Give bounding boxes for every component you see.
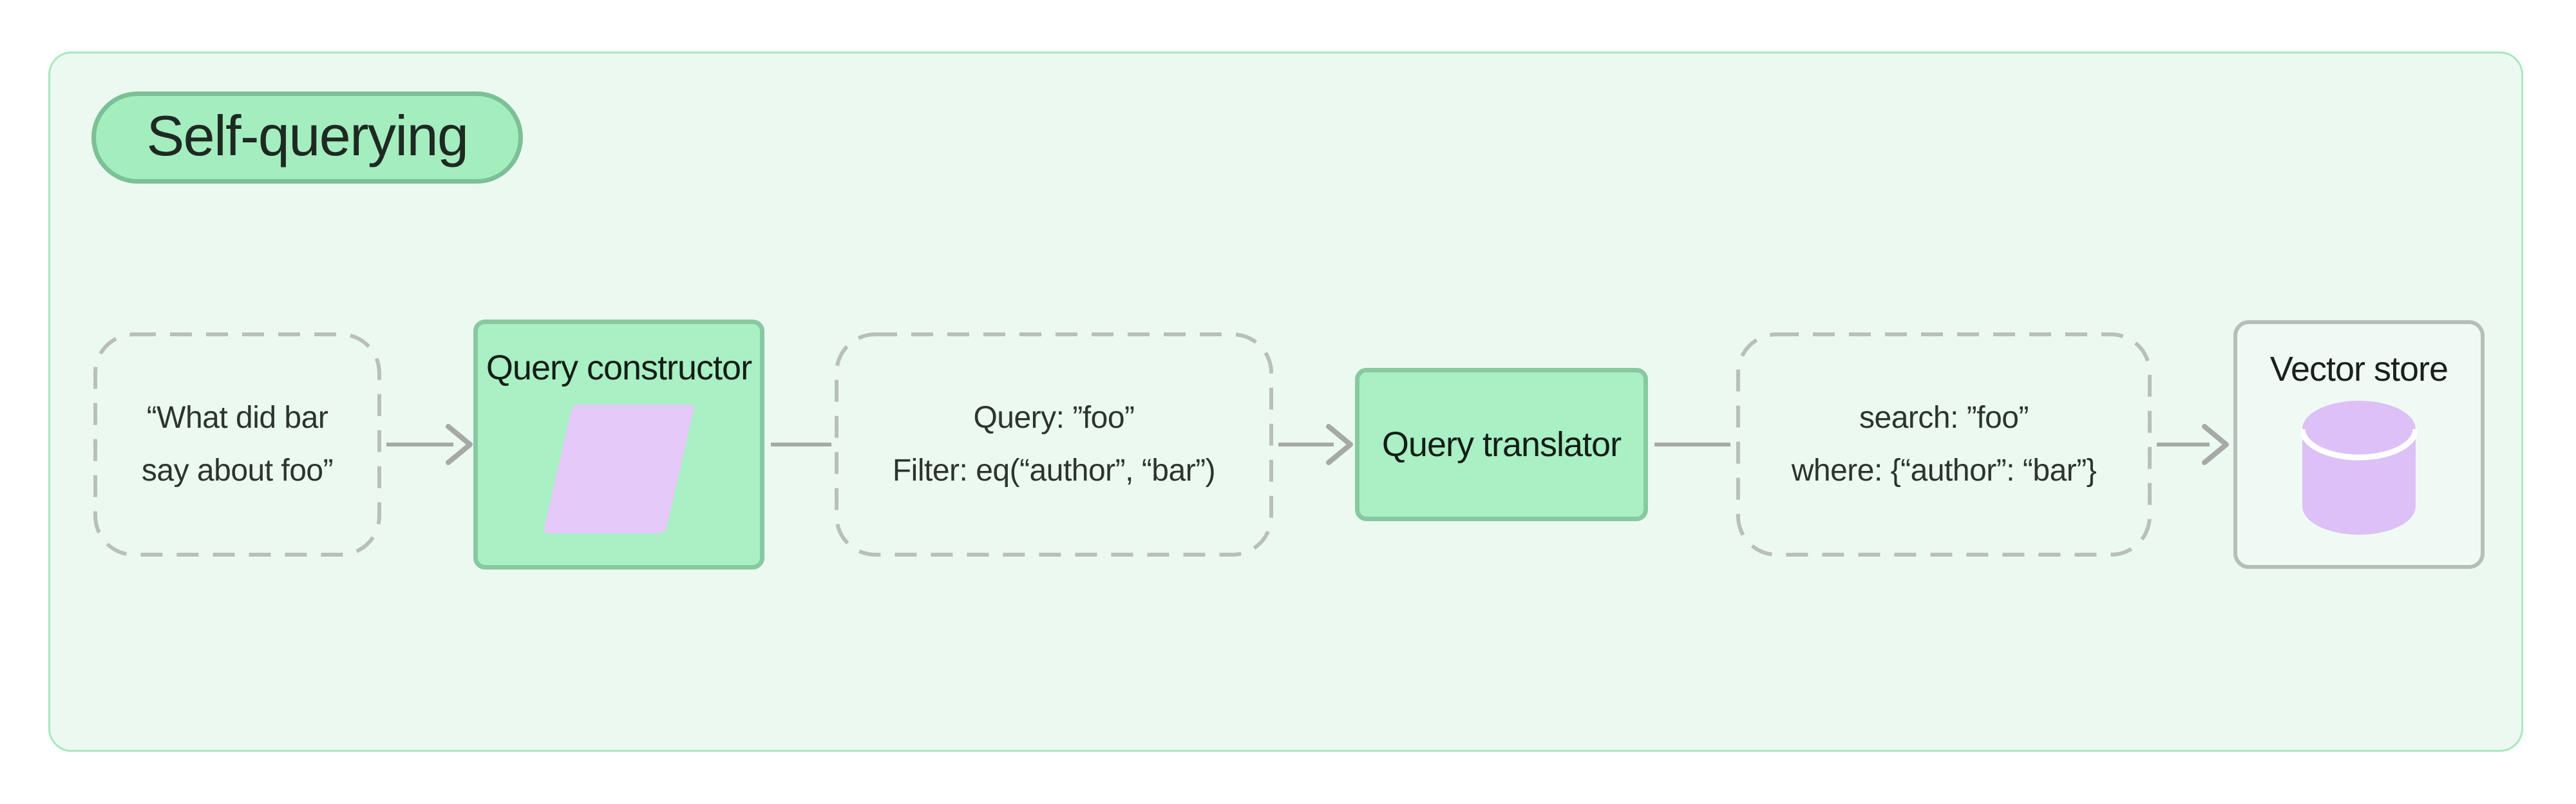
- arrow-connector-3: [1278, 424, 1353, 465]
- query-translator-label: Query translator: [1381, 425, 1622, 464]
- box-vector-store: Vector store: [2233, 320, 2485, 569]
- node-translated-query: search: ”foo” where: {“author”: “bar”}: [1736, 332, 2152, 557]
- box-query-translator: Query translator: [1355, 368, 1648, 521]
- arrowhead-icon: [1326, 424, 1353, 465]
- node-structured-query: Query: ”foo” Filter: eq(“author”, “bar”): [835, 332, 1273, 557]
- user-query-line2: say about foo”: [141, 454, 334, 488]
- query-constructor-label: Query constructor: [486, 349, 752, 387]
- vector-store-label: Vector store: [2269, 350, 2448, 388]
- arrow-connector-1: [386, 424, 473, 465]
- database-cylinder-icon: [2301, 400, 2417, 535]
- user-query-line1: “What did bar: [146, 401, 328, 435]
- arrow-connector-5: [2157, 424, 2229, 465]
- dashed-border: [93, 332, 381, 557]
- translated-query-line2: where: {“author”: “bar”}: [1791, 454, 2097, 488]
- line-connector-4: [1654, 443, 1730, 446]
- arrowhead-icon: [446, 424, 473, 465]
- parallelogram-icon: [542, 404, 696, 533]
- title-badge: Self-querying: [91, 91, 523, 184]
- dashed-border: [1736, 332, 2152, 557]
- dashed-border: [835, 332, 1273, 557]
- line-connector-2: [771, 443, 831, 446]
- translated-query-line1: search: ”foo”: [1859, 401, 2029, 435]
- arrowhead-icon: [2202, 424, 2229, 465]
- box-query-constructor: Query constructor: [473, 320, 764, 570]
- structured-query-line1: Query: ”foo”: [973, 401, 1135, 435]
- title-badge-label: Self-querying: [146, 103, 469, 168]
- structured-query-line2: Filter: eq(“author”, “bar”): [892, 454, 1216, 488]
- node-user-query: “What did bar say about foo”: [93, 332, 381, 557]
